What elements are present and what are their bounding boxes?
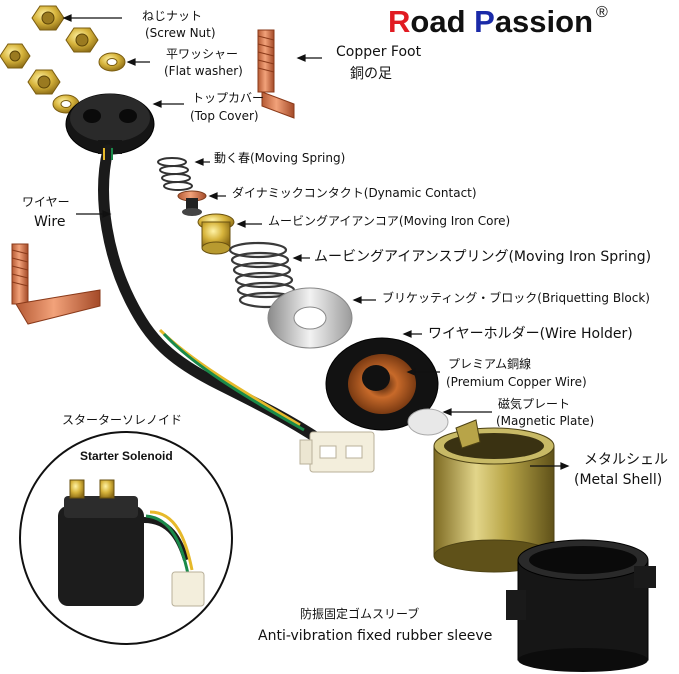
top-cover-label-jp: トップカバー xyxy=(192,91,265,105)
copper-foot-icon xyxy=(257,29,295,119)
wire-holder-label: ワイヤーホルダー(Wire Holder) xyxy=(428,326,633,342)
flat-washer-label-jp: 平ワッシャー xyxy=(166,47,239,61)
rubber-sleeve-icon xyxy=(506,539,656,672)
briquetting-block-label: ブリケッティング・ブロック(Briquetting Block) xyxy=(382,291,650,305)
magnetic-plate-label-en: (Magnetic Plate) xyxy=(496,414,595,428)
moving-iron-spring-icon xyxy=(228,241,298,309)
screw-nut-label-en: (Screw Nut) xyxy=(145,26,216,40)
premium-copper-label-jp: プレミアム銅線 xyxy=(448,357,532,371)
screw-nut-label-jp: ねじナット xyxy=(142,9,203,23)
starter-solenoid-label-en: Starter Solenoid xyxy=(80,449,173,463)
magnetic-plate-icon xyxy=(407,408,449,436)
top-cover-label-en: (Top Cover) xyxy=(190,109,259,123)
magnetic-plate-label-jp: 磁気プレート xyxy=(498,397,571,411)
flat-washer-label-en: (Flat washer) xyxy=(164,64,243,78)
premium-copper-label-en: (Premium Copper Wire) xyxy=(446,375,587,389)
rubber-sleeve-label-en: Anti-vibration fixed rubber sleeve xyxy=(258,628,493,644)
brand-first-letter: R xyxy=(388,4,411,39)
moving-spring-icon xyxy=(157,157,193,191)
leader-lines xyxy=(62,14,570,470)
dynamic-contact-label: ダイナミックコンタクト(Dynamic Contact) xyxy=(232,186,477,200)
brand-second-rest: assion xyxy=(494,4,594,39)
starter-solenoid-label-jp: スターターソレノイド xyxy=(62,413,183,427)
metal-shell-label-en: (Metal Shell) xyxy=(574,472,663,488)
moving-iron-core-icon xyxy=(197,213,235,255)
starter-solenoid-inset xyxy=(19,431,233,645)
briquetting-block-icon xyxy=(267,287,353,349)
wire-label-jp: ワイヤー xyxy=(22,195,70,209)
registered-mark: ® xyxy=(596,4,608,21)
moving-spring-label: 動く春(Moving Spring) xyxy=(214,151,346,165)
metal-shell-label-jp: メタルシェル xyxy=(584,452,668,468)
wire-label-en: Wire xyxy=(34,214,66,230)
copper-foot-left-icon xyxy=(11,243,101,325)
brand-second-letter: P xyxy=(474,4,495,39)
brand-first-rest: oad xyxy=(410,4,475,39)
rubber-sleeve-label-jp: 防振固定ゴムスリーブ xyxy=(300,607,420,621)
dynamic-contact-icon xyxy=(177,190,207,216)
screw-nut-icon xyxy=(0,5,99,95)
moving-iron-core-label: ムービングアイアンコア(Moving Iron Core) xyxy=(268,214,511,228)
top-cover-icon xyxy=(65,93,155,155)
copper-foot-label-en: Copper Foot xyxy=(336,44,422,60)
copper-foot-label-jp: 銅の足 xyxy=(350,66,392,82)
moving-iron-spring-label: ムービングアイアンスプリング(Moving Iron Spring) xyxy=(314,249,652,265)
wire-icon xyxy=(98,144,326,446)
wire-holder-icon xyxy=(325,337,439,431)
connector-icon xyxy=(299,431,375,473)
metal-shell-icon xyxy=(433,419,555,573)
brand-logo: Road Passion® xyxy=(388,4,608,40)
